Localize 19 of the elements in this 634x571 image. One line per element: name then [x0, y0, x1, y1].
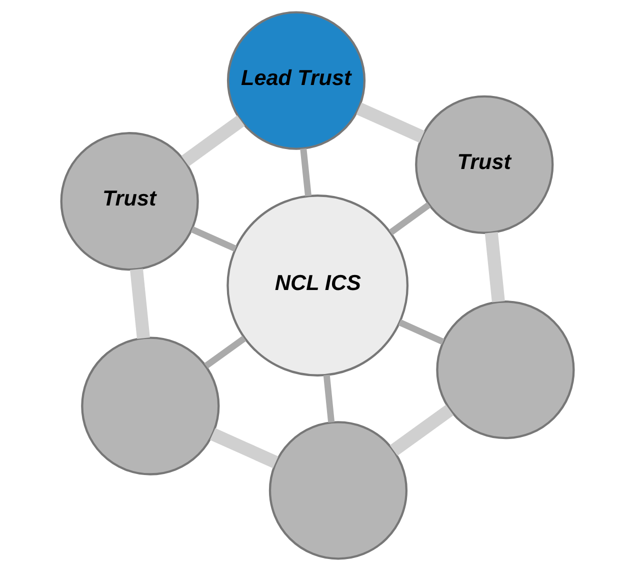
connector — [210, 428, 278, 468]
connector — [300, 148, 311, 196]
node-circle — [436, 300, 574, 440]
connector — [398, 319, 444, 345]
node-circle: NCL ICS — [226, 194, 408, 376]
node-circle: Lead Trust — [226, 11, 366, 150]
connector — [322, 374, 334, 423]
node-circle — [268, 421, 408, 560]
connector — [130, 268, 150, 339]
connector — [389, 404, 454, 456]
connector — [180, 115, 244, 166]
node-circle — [80, 336, 220, 476]
connector — [190, 226, 236, 252]
connector — [388, 202, 430, 236]
node-circle: Trust — [414, 95, 554, 234]
node-circle: Trust — [60, 132, 198, 271]
connector — [484, 232, 504, 302]
connector — [356, 102, 424, 143]
connector — [204, 336, 246, 369]
